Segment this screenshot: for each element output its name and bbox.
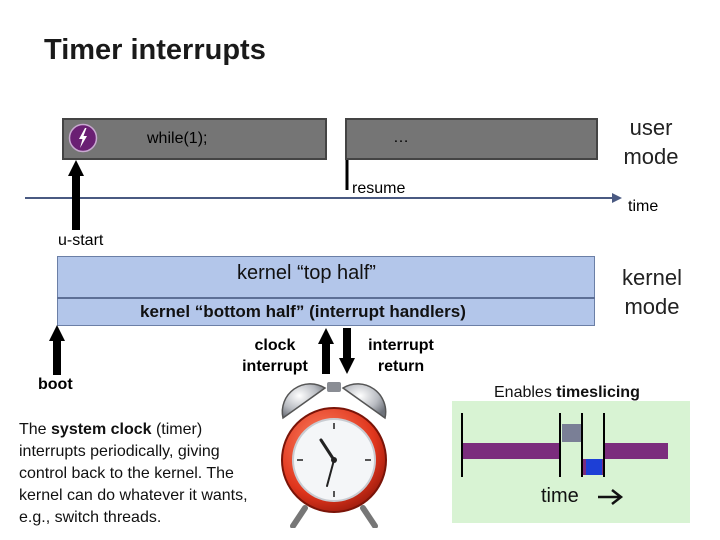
u-start-arrow	[68, 160, 84, 230]
enables-timeslicing-label: Enables timeslicing	[494, 384, 640, 402]
boot-label: boot	[38, 376, 73, 393]
kernel-bottom-half: kernel “bottom half” (interrupt handlers…	[140, 302, 466, 321]
interrupt-return-line2: return	[377, 358, 425, 375]
interrupt-return-label: interrupt return	[360, 335, 442, 377]
timeslicing-diagram	[461, 413, 668, 477]
ellipsis-label: …	[393, 129, 409, 146]
slice-switch-grey	[562, 424, 582, 442]
clock-interrupt-label: clock interrupt	[232, 335, 318, 377]
user-mode-label: user mode	[606, 113, 696, 171]
description-part1: The	[19, 421, 52, 438]
description-bold: system clock	[51, 421, 152, 438]
interrupt-return-line1: interrupt	[368, 337, 434, 354]
timeslicing-bold: timeslicing	[556, 384, 640, 401]
user-bar-right: …	[345, 118, 598, 160]
boot-arrow	[49, 325, 65, 375]
user-bar-left: while(1);	[62, 118, 327, 160]
while-loop-label: while(1);	[147, 130, 208, 147]
description-part2: (timer) interrupts periodically, giving …	[19, 421, 248, 526]
kernel-top-half: kernel “top half”	[237, 262, 376, 284]
time-label: time	[628, 198, 659, 215]
user-mode-line2: mode	[623, 144, 679, 169]
resume-arrow	[345, 160, 355, 195]
kernel-mode-label: kernel mode	[606, 263, 698, 321]
kernel-mode-line1: kernel	[622, 265, 682, 290]
page-title: Timer interrupts	[44, 34, 266, 66]
resume-label: resume	[352, 180, 406, 197]
kernel-box	[57, 256, 595, 326]
timeslicing-panel	[452, 401, 690, 523]
timeline-arrowhead	[612, 193, 622, 203]
slice-switch-blue	[586, 459, 602, 475]
slice-a1	[462, 443, 560, 459]
timeslice-time-label: time	[541, 485, 579, 507]
clock-interrupt-line1: clock	[254, 337, 296, 354]
arrow-right-icon	[598, 489, 624, 505]
process-icon	[68, 123, 98, 153]
description-text: The system clock (timer) interrupts peri…	[19, 419, 269, 529]
alarm-clock-icon	[281, 382, 387, 528]
kernel-divider	[57, 297, 595, 299]
timeline	[25, 193, 622, 203]
kernel-mode-line2: mode	[624, 294, 680, 319]
slice-a2	[604, 443, 668, 459]
clock-interrupt-arrow	[318, 328, 334, 374]
user-mode-line1: user	[629, 115, 673, 140]
interrupt-return-arrow	[339, 328, 355, 374]
clock-interrupt-line2: interrupt	[242, 358, 308, 375]
enables-prefix: Enables	[494, 384, 557, 401]
u-start-label: u-start	[58, 232, 104, 249]
